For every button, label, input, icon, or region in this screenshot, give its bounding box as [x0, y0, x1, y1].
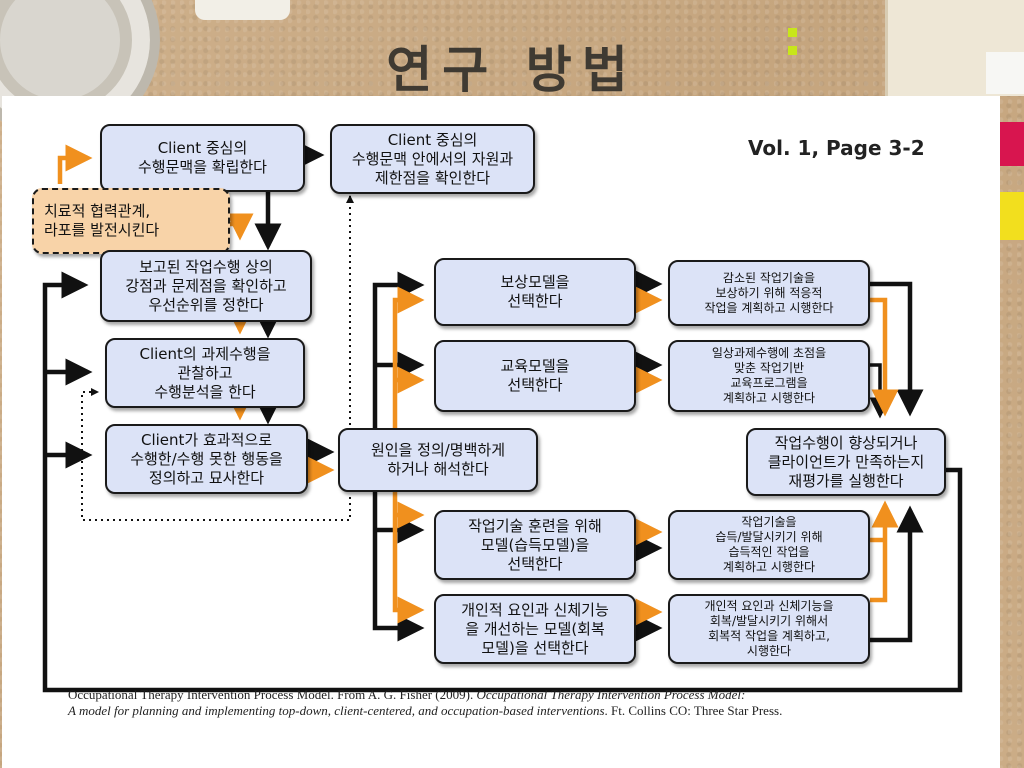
box-identify-resources: Client 중심의 수행문맥 안에서의 자원과 제한점을 확인한다	[330, 124, 535, 194]
box-compensatory-model: 보상모델을 선택한다	[434, 258, 636, 326]
caption-italic-title: Occupational Therapy Intervention Proces…	[476, 687, 746, 702]
box-define-actions: Client가 효과적으로 수행한/수행 못한 행동을 정의하고 묘사한다	[105, 424, 308, 494]
box-therapeutic-rapport: 치료적 협력관계, 라포를 발전시킨다	[32, 188, 230, 254]
box-restorative-model: 개인적 요인과 신체기능 을 개선하는 모델(회복 모델)을 선택한다	[434, 594, 636, 664]
slide-title: 연구 방법	[386, 40, 638, 99]
box-observe-performance: Client의 과제수행을 관찰하고 수행분석을 한다	[105, 338, 305, 408]
box-acquisitional-plan: 작업기술을 습득/발달시키기 위해 습득적인 작업을 계획하고 시행한다	[668, 510, 870, 580]
caption-italic-subtitle: A model for planning and implementing to…	[68, 703, 605, 718]
box-compensatory-plan: 감소된 작업기술을 보상하기 위해 적응적 작업을 계획하고 시행한다	[668, 260, 870, 326]
figure-caption: Occupational Therapy Intervention Proces…	[68, 687, 948, 719]
page-reference: Vol. 1, Page 3-2	[748, 136, 925, 160]
box-acquisitional-model: 작업기술 훈련을 위해 모델(습득모델)을 선택한다	[434, 510, 636, 580]
caption-text: Occupational Therapy Intervention Proces…	[68, 687, 477, 702]
box-identify-strengths: 보고된 작업수행 상의 강점과 문제점을 확인하고 우선순위를 정한다	[100, 250, 312, 322]
decorative-lamp	[195, 0, 290, 20]
box-education-plan: 일상과제수행에 초점을 맞춘 작업기반 교육프로그램을 계획하고 시행한다	[668, 340, 870, 412]
bullet-dot	[788, 28, 797, 37]
sticky-note-white	[986, 52, 1024, 94]
box-establish-context: Client 중심의 수행문맥을 확립한다	[100, 124, 305, 192]
bullet-dot	[788, 46, 797, 55]
box-interpret-causes: 원인을 정의/명백하게 하거나 해석한다	[338, 428, 538, 492]
caption-publisher: . Ft. Collins CO: Three Star Press.	[604, 703, 783, 718]
box-reevaluate: 작업수행이 향상되거나 클라이언트가 만족하는지 재평가를 실행한다	[746, 428, 946, 496]
box-restorative-plan: 개인적 요인과 신체기능을 회복/발달시키기 위해서 회복적 작업을 계획하고,…	[668, 594, 870, 664]
box-education-model: 교육모델을 선택한다	[434, 340, 636, 412]
